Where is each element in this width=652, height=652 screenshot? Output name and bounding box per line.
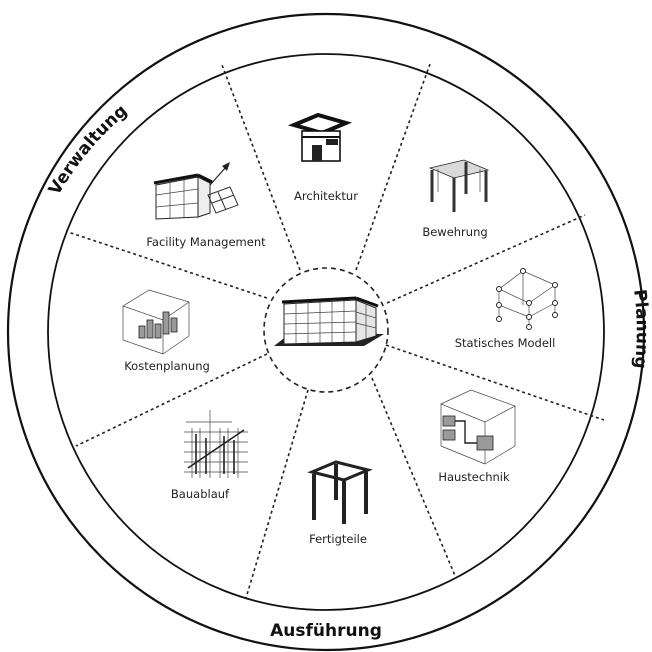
construction-schedule-icon — [184, 410, 248, 478]
phase-label-verwaltung: Verwaltung — [45, 101, 131, 199]
inner-ring — [47, 53, 605, 611]
frame-structure-icon — [428, 159, 490, 212]
segment-label-haustechnik: Haustechnik — [438, 470, 510, 484]
phase-label-planung: Planung — [629, 288, 652, 369]
facility-building-icon — [153, 162, 239, 220]
segment-label-architektur: Architektur — [294, 189, 358, 203]
segment-label-fertigteile: Fertigteile — [309, 532, 367, 546]
divider-left-upper — [67, 231, 268, 299]
divider-left-lower — [75, 353, 268, 447]
divider-right-lower — [385, 344, 605, 421]
outer-ring — [6, 12, 646, 652]
phase-label-ausfuehrung: Ausführung — [270, 621, 382, 641]
precast-frame-icon — [307, 460, 373, 524]
divider-bottom-left — [245, 389, 309, 599]
segment-label-kostenplanung: Kostenplanung — [124, 359, 210, 373]
segment-label-bewehrung: Bewehrung — [422, 225, 487, 239]
segment-label-bauablauf: Bauablauf — [171, 487, 230, 501]
cost-chart-icon — [122, 289, 190, 355]
divider-right-upper — [386, 214, 586, 304]
segment-dividers — [67, 63, 605, 599]
house-icon — [287, 112, 353, 162]
segment-label-statisches-modell: Statisches Modell — [455, 336, 556, 350]
divider-bottom-right — [371, 377, 457, 579]
divider-top-right — [355, 63, 431, 271]
segment-label-facility-management: Facility Management — [146, 235, 266, 249]
divider-top — [221, 64, 301, 271]
building-model-icon — [274, 296, 384, 346]
structural-model-icon — [496, 268, 558, 330]
building-services-icon — [440, 389, 516, 465]
